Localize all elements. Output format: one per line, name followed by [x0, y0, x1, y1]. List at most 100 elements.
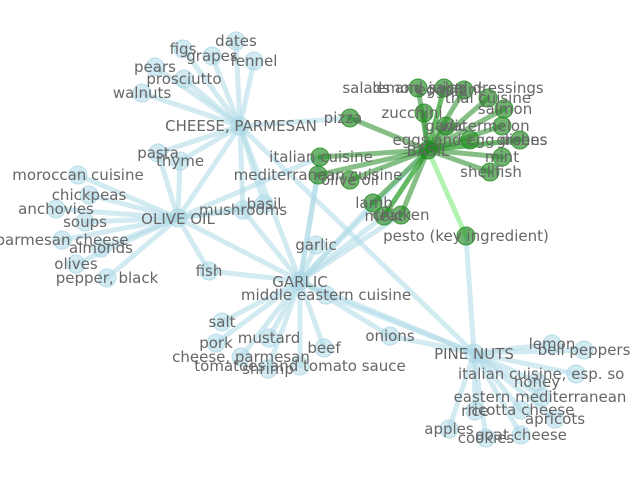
- node-label-pepper_black: pepper, black: [56, 269, 159, 287]
- node-dates[interactable]: [226, 31, 246, 51]
- node-label-moroccan: moroccan cuisine: [12, 166, 143, 184]
- node-pine_nuts[interactable]: [464, 343, 484, 363]
- node-soups[interactable]: [75, 212, 95, 232]
- node-pepper_black[interactable]: [97, 268, 117, 288]
- node-beef[interactable]: [314, 338, 334, 358]
- node-grapes[interactable]: [202, 46, 222, 66]
- node-label-walnuts: walnuts: [113, 84, 172, 102]
- node-rice[interactable]: [465, 401, 485, 421]
- node-label-soups: soups: [63, 213, 107, 231]
- node-eastern_med[interactable]: [532, 387, 552, 407]
- node-bell_peppers[interactable]: [574, 340, 594, 360]
- node-prosciutto[interactable]: [174, 69, 194, 89]
- node-label-thyme: thyme: [156, 152, 204, 170]
- node-italian_esp[interactable]: [566, 364, 586, 384]
- node-pizza[interactable]: [340, 108, 360, 128]
- node-eggplant[interactable]: [454, 80, 474, 100]
- node-moroccan[interactable]: [68, 165, 88, 185]
- node-label-olive_oil_green: olive oil: [321, 171, 379, 189]
- node-label-pine_nuts: PINE NUTS: [434, 345, 514, 363]
- edge-olive_oil-moroccan: [75, 172, 181, 221]
- node-tomatoes_sauce[interactable]: [290, 356, 310, 376]
- node-label-shellfish: shellfish: [460, 163, 522, 181]
- node-garlic_small[interactable]: [306, 235, 326, 255]
- node-fennel[interactable]: [244, 51, 264, 71]
- node-garlic_hub[interactable]: [290, 271, 310, 291]
- node-label-onions: onions: [365, 327, 415, 345]
- node-label-rice: rice: [461, 402, 489, 420]
- node-chickpeas[interactable]: [79, 185, 99, 205]
- node-label-basil_small: basil: [247, 195, 282, 213]
- node-olive_oil_green[interactable]: [340, 170, 360, 190]
- node-mint[interactable]: [492, 147, 512, 167]
- edge-pine_nuts-apricots: [471, 350, 558, 422]
- node-label-salads_dressings: salads and salad dressings: [342, 79, 544, 97]
- node-pears[interactable]: [145, 57, 165, 77]
- node-pasta[interactable]: [148, 143, 168, 163]
- node-salads_dressings[interactable]: [408, 78, 428, 98]
- node-basil_hub[interactable]: [418, 140, 438, 160]
- edge-pine_nuts-goat_cheese: [471, 350, 524, 438]
- edge-basil-basil_hub-lamb: [370, 147, 431, 206]
- edge-cheese_parmesan-prosciutto: [181, 76, 243, 129]
- node-label-bell_peppers: bell peppers: [538, 341, 631, 359]
- node-garlic_green[interactable]: [436, 116, 456, 136]
- node-label-honey: honey: [514, 373, 560, 391]
- node-label-eggplant: eggplant: [417, 81, 484, 99]
- edges-default: [53, 38, 587, 441]
- node-thyme[interactable]: [170, 151, 190, 171]
- node-label-shrimp: shrimp: [242, 360, 294, 378]
- node-label-lemon: lemon: [529, 335, 576, 353]
- node-parm_lower[interactable]: [52, 230, 72, 250]
- node-goat_cheese[interactable]: [511, 425, 531, 445]
- node-label-prosciutto: prosciutto: [146, 70, 221, 88]
- node-fish[interactable]: [199, 261, 219, 281]
- node-cheese_parmesan_small[interactable]: [231, 347, 251, 367]
- node-lemon_juice[interactable]: [434, 78, 454, 98]
- node-shellfish[interactable]: [480, 162, 500, 182]
- node-chicken[interactable]: [391, 205, 411, 225]
- node-label-beef: beef: [307, 339, 341, 357]
- node-olive_oil[interactable]: [168, 208, 188, 228]
- edge-garlic_hub-fish: [206, 268, 303, 284]
- edge-cheese_parmesan-pizza: [237, 115, 353, 129]
- node-greens[interactable]: [510, 130, 530, 150]
- node-ricotta[interactable]: [511, 400, 531, 420]
- edge-pine_nuts-middle_eastern: [323, 292, 477, 356]
- node-pesto[interactable]: [456, 226, 476, 246]
- edge-cheese_parmesan-fennel: [237, 58, 257, 129]
- node-med_green[interactable]: [308, 165, 328, 185]
- node-salt[interactable]: [212, 312, 232, 332]
- node-mushrooms[interactable]: [233, 200, 253, 220]
- node-cookies[interactable]: [476, 428, 496, 448]
- edge-olive_oil-thyme: [175, 158, 183, 221]
- node-label-goat_cheese: goat cheese: [475, 426, 567, 444]
- node-olives[interactable]: [66, 254, 86, 274]
- node-shrimp[interactable]: [258, 359, 278, 379]
- node-almonds[interactable]: [91, 238, 111, 258]
- node-middle_eastern[interactable]: [316, 285, 336, 305]
- edge-pine_nuts-bell_peppers: [471, 347, 587, 356]
- node-label-tomatoes_sauce: tomatoes and tomato sauce: [194, 357, 405, 375]
- edge-basil-basil_hub-chicken: [398, 147, 431, 218]
- node-lemon[interactable]: [542, 334, 562, 354]
- edge-basil-basil_hub-thai: [425, 95, 491, 153]
- node-watermelon[interactable]: [492, 116, 512, 136]
- node-label-olive_oil: OLIVE OIL: [141, 210, 215, 228]
- node-figs[interactable]: [173, 39, 193, 59]
- node-lamb[interactable]: [363, 193, 383, 213]
- node-thai[interactable]: [478, 88, 498, 108]
- node-anchovies[interactable]: [46, 199, 66, 219]
- node-basil_small[interactable]: [254, 194, 274, 214]
- node-apricots[interactable]: [545, 409, 565, 429]
- node-apples[interactable]: [439, 419, 459, 439]
- node-zucchini[interactable]: [414, 103, 434, 123]
- node-cheese_parmesan[interactable]: [230, 116, 250, 136]
- node-pork[interactable]: [206, 333, 226, 353]
- node-mustard[interactable]: [259, 328, 279, 348]
- node-walnuts[interactable]: [132, 83, 152, 103]
- node-eggs[interactable]: [460, 130, 480, 150]
- node-label-salt: salt: [208, 313, 235, 331]
- node-label-cheese_parmesan_small: cheese, parmesan: [172, 348, 310, 366]
- node-onions[interactable]: [380, 326, 400, 346]
